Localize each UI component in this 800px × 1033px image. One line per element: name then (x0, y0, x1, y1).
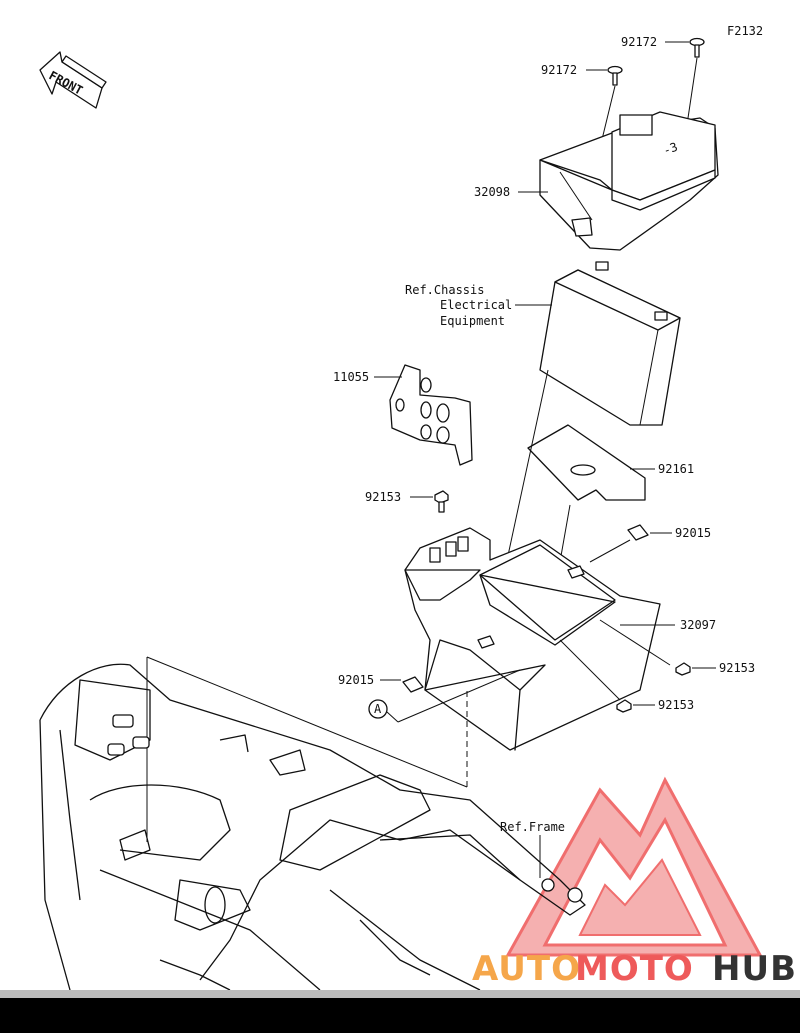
part-92153-right: 92153 (719, 661, 755, 675)
bolt-92153-right (675, 662, 691, 676)
figure-code: F2132 (727, 24, 763, 38)
motorcycle-frame (39, 663, 586, 991)
callout-a: A (368, 699, 388, 719)
battery-cover-32098: -3 (539, 111, 719, 251)
battery-case-32097 (404, 527, 661, 751)
ref-chassis-line2: Electrical (440, 298, 512, 312)
pad-92161 (527, 424, 646, 501)
callout-a-label: A (374, 702, 382, 716)
part-92172-lower: 92172 (541, 63, 577, 77)
noise-band (0, 990, 800, 998)
ref-chassis-line3: Equipment (440, 314, 505, 328)
part-92161: 92161 (658, 462, 694, 476)
bottom-bar (0, 998, 800, 1033)
screw-92172-upper (689, 37, 705, 58)
battery-ref-chassis (539, 261, 681, 426)
nut-92015-upper (627, 524, 649, 541)
part-92153-upper: 92153 (365, 490, 401, 504)
part-92015-upper: 92015 (675, 526, 711, 540)
bolt-92153-lower (616, 699, 632, 713)
part-92153-lower: 92153 (658, 698, 694, 712)
part-11055: 11055 (333, 370, 369, 384)
screw-92172-lower (607, 65, 623, 86)
part-92172-upper: 92172 (621, 35, 657, 49)
bracket-11055 (389, 364, 473, 466)
watermark-hub: HUB (712, 949, 797, 989)
watermark-moto: MOTO (575, 949, 694, 989)
cover-mark: -3 (661, 140, 679, 158)
part-32097: 32097 (680, 618, 716, 632)
front-arrow-icon: FRONT (39, 51, 107, 109)
part-92015-lower: 92015 (338, 673, 374, 687)
nut-92015-lower (402, 676, 424, 693)
bolt-92153-upper (434, 490, 449, 513)
part-32098: 32098 (474, 185, 510, 199)
ref-chassis-line1: Ref.Chassis (405, 283, 484, 297)
ref-frame: Ref.Frame (500, 820, 565, 834)
watermark-auto: AUTO (472, 949, 581, 989)
automotohub-logo (505, 776, 763, 957)
